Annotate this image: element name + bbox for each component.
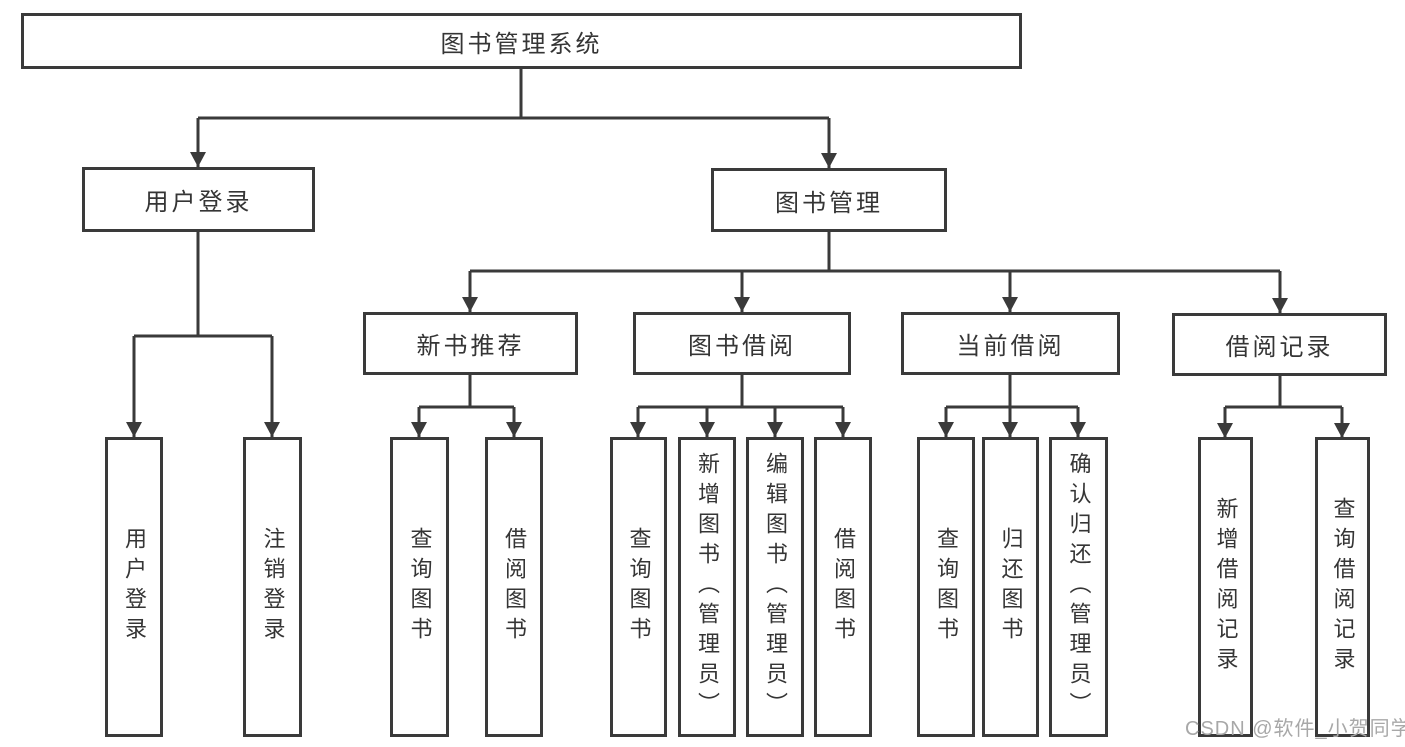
connector-book-borrowing-children	[630, 375, 851, 437]
leaf-records-query-record: 查询借阅记录	[1315, 437, 1370, 737]
leaf-borrowing-query-books: 查询图书	[610, 437, 667, 737]
leaf-recommend-query-books-label: 查询图书	[407, 527, 433, 647]
leaf-recommend-query-books: 查询图书	[390, 437, 449, 737]
leaf-user-login-label: 用户登录	[122, 527, 147, 647]
connector-current-borrowing-children	[938, 375, 1086, 437]
node-book-borrowing-label: 图书借阅	[688, 333, 796, 360]
connector-user-login-children	[126, 232, 280, 437]
leaf-current-return-books-label: 归还图书	[998, 527, 1024, 647]
leaf-current-return-books: 归还图书	[982, 437, 1039, 737]
csdn-watermark: CSDN @软件_小贺同学	[1185, 718, 1405, 740]
leaf-borrowing-edit-books-admin-label: 编辑图书（管理员）	[763, 452, 788, 722]
leaf-current-query-books-label: 查询图书	[934, 527, 959, 647]
leaf-current-query-books: 查询图书	[917, 437, 975, 737]
node-book-management: 图书管理	[711, 168, 947, 232]
leaf-borrowing-edit-books-admin: 编辑图书（管理员）	[746, 437, 804, 737]
node-borrowing-records-label: 借阅记录	[1225, 334, 1334, 361]
leaf-records-query-record-label: 查询借阅记录	[1330, 497, 1356, 677]
leaf-records-add-record-label: 新增借阅记录	[1213, 497, 1239, 677]
leaf-borrowing-borrow-books: 借阅图书	[814, 437, 872, 737]
leaf-borrowing-borrow-books-label: 借阅图书	[831, 527, 856, 647]
node-borrowing-records: 借阅记录	[1172, 313, 1387, 376]
node-library-system: 图书管理系统	[21, 13, 1022, 69]
node-book-management-label: 图书管理	[775, 189, 883, 217]
node-library-system-label: 图书管理系统	[440, 30, 603, 58]
leaf-recommend-borrow-books: 借阅图书	[485, 437, 543, 737]
leaf-recommend-borrow-books-label: 借阅图书	[502, 527, 527, 647]
connector-borrow-records-children	[1217, 376, 1350, 438]
leaf-records-add-record: 新增借阅记录	[1198, 437, 1253, 737]
leaf-current-confirm-return-admin-label: 确认归还（管理员）	[1066, 452, 1092, 722]
leaf-logout: 注销登录	[243, 437, 302, 737]
leaf-logout-label: 注销登录	[260, 527, 286, 647]
node-current-borrowing: 当前借阅	[901, 312, 1120, 375]
leaf-borrowing-add-books-admin-label: 新增图书（管理员）	[695, 452, 720, 722]
node-user-login: 用户登录	[82, 167, 315, 232]
node-current-borrowing-label: 当前借阅	[956, 333, 1065, 360]
connector-new-book-children	[411, 375, 522, 437]
node-new-book-recommendation-label: 新书推荐	[416, 333, 525, 360]
leaf-borrowing-query-books-label: 查询图书	[626, 527, 652, 647]
leaf-user-login: 用户登录	[105, 437, 163, 737]
leaf-borrowing-add-books-admin: 新增图书（管理员）	[678, 437, 736, 737]
node-book-borrowing: 图书借阅	[633, 312, 851, 375]
node-new-book-recommendation: 新书推荐	[363, 312, 578, 375]
connector-root-to-level2	[190, 68, 837, 168]
node-user-login-label: 用户登录	[144, 189, 253, 216]
connector-book-management-to-level3	[462, 232, 1288, 313]
leaf-current-confirm-return-admin: 确认归还（管理员）	[1049, 437, 1108, 737]
